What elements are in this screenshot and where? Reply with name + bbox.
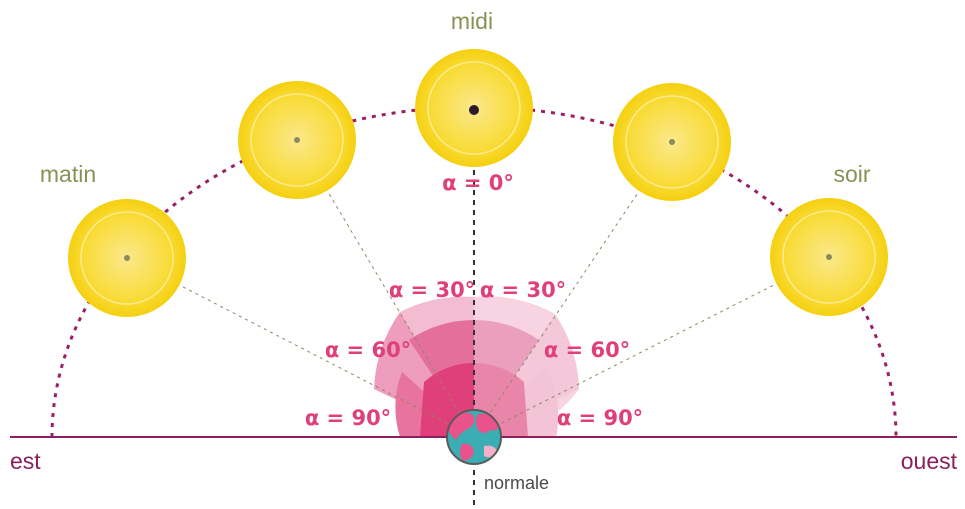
ray-matin xyxy=(126,257,475,438)
sun-soir xyxy=(770,198,888,316)
label-normale: normale xyxy=(484,473,549,493)
sun-inner-ring xyxy=(782,210,876,304)
sun-midi xyxy=(415,49,533,167)
label-ouest: ouest xyxy=(901,448,958,474)
ray-mid-right xyxy=(473,141,673,438)
sun-center-dot xyxy=(294,137,300,143)
angle-label-60-right: α = 60° xyxy=(544,338,630,362)
sun-inner-ring xyxy=(80,211,174,305)
angle-label-30-right: α = 30° xyxy=(480,278,566,302)
sun-mid-left xyxy=(238,81,356,199)
sun-inner-ring xyxy=(427,61,521,155)
sun-center-dot xyxy=(469,105,479,115)
sun-center-dot xyxy=(124,255,130,261)
sun-matin xyxy=(68,199,186,317)
label-est: est xyxy=(10,448,41,474)
angle-label-0: α = 0° xyxy=(442,171,514,195)
angle-label-60-left: α = 60° xyxy=(325,338,411,362)
earth-globe-icon xyxy=(446,409,502,465)
label-midi: midi xyxy=(451,8,493,34)
sun-mid-right xyxy=(613,83,731,201)
ray-soir xyxy=(473,256,830,438)
sun-center-dot xyxy=(826,254,832,260)
label-matin: matin xyxy=(40,161,96,187)
angle-label-90-left: α = 90° xyxy=(305,406,391,430)
sun-inner-ring xyxy=(625,95,719,189)
label-soir: soir xyxy=(833,161,870,187)
sun-inner-ring xyxy=(250,93,344,187)
sun-center-dot xyxy=(669,139,675,145)
angle-label-30-left: α = 30° xyxy=(389,278,475,302)
angle-label-90-right: α = 90° xyxy=(557,406,643,430)
